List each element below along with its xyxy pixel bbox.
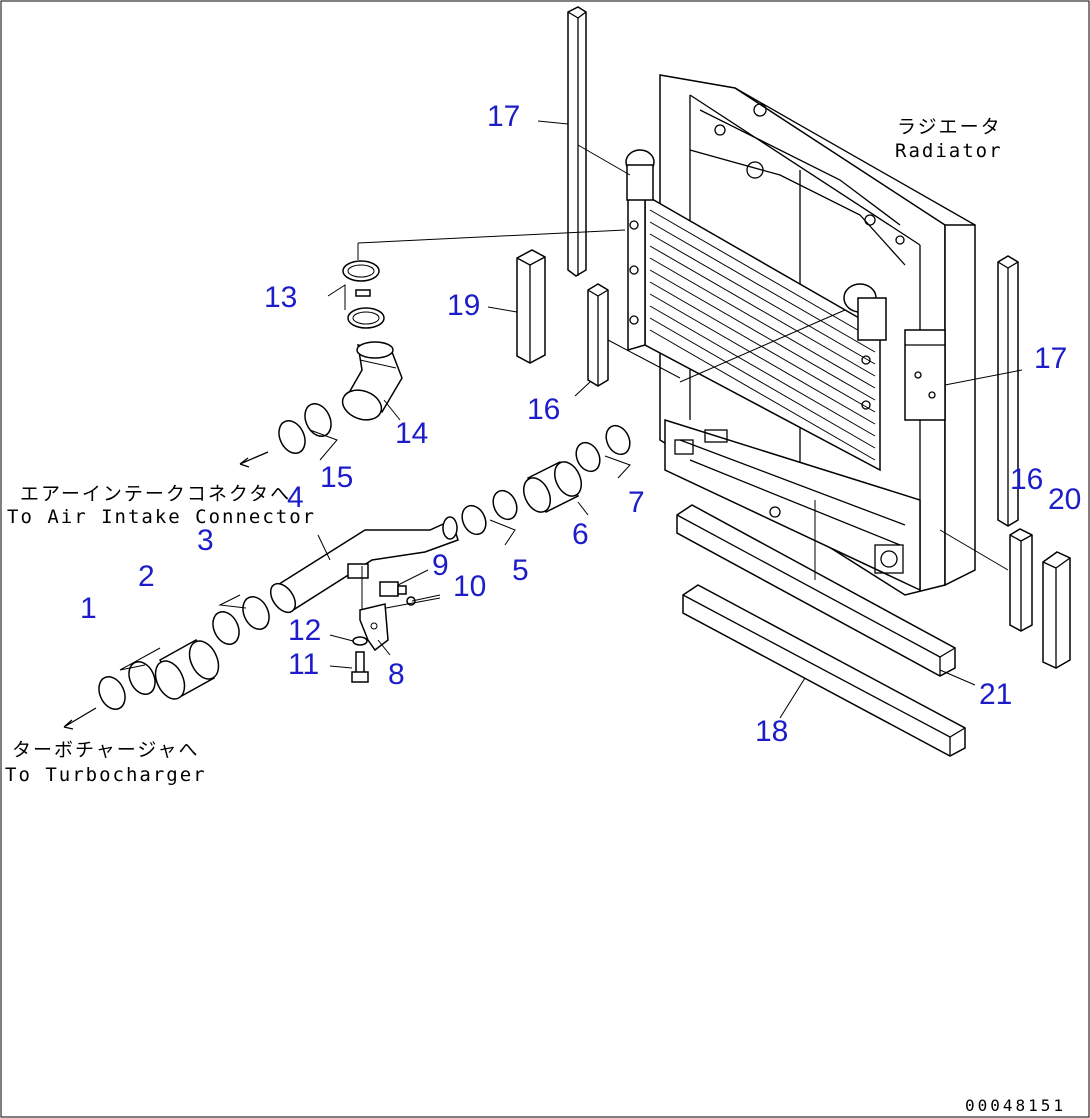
- turbocharger-label-en: To Turbocharger: [5, 764, 207, 786]
- air-intake-label-en: To Air Intake Connector: [7, 506, 316, 528]
- clamp-15: [278, 403, 332, 454]
- leader-lines: [119, 120, 1023, 719]
- radiator-assembly: [625, 74, 976, 596]
- bolt-9-10: [379, 581, 416, 606]
- callout-19: 19: [447, 289, 480, 322]
- hose-6: [522, 461, 583, 513]
- bolt-11: [351, 651, 369, 683]
- arrow-to-turbocharger: [63, 707, 97, 730]
- clamp-1: [98, 661, 156, 710]
- callout-17-right: 17: [1034, 342, 1067, 375]
- callout-4: 4: [287, 481, 304, 514]
- callouts: 1 2 3 4 5 6 7 8 9 10 11 12 13 14 15 16 1…: [80, 100, 1081, 748]
- clamp-13: [342, 260, 385, 329]
- callout-2: 2: [138, 560, 155, 593]
- callout-20: 20: [1048, 483, 1081, 516]
- hose-2: [154, 638, 220, 700]
- pipe-4: [269, 516, 459, 614]
- seal-16-right: [1009, 528, 1033, 632]
- arrow-to-air-intake: [239, 451, 269, 468]
- washer-12: [352, 636, 368, 646]
- cooler-fins: [649, 209, 876, 461]
- radiator-label-jp: ラジエータ: [897, 116, 1002, 138]
- callout-3: 3: [197, 524, 214, 557]
- seal-19: [516, 249, 546, 364]
- seal-21: [676, 504, 956, 677]
- callout-13: 13: [264, 281, 297, 314]
- callout-10: 10: [453, 570, 486, 603]
- callout-7: 7: [628, 486, 645, 519]
- air-intake-label-jp: エアーインテークコネクタへ: [20, 483, 291, 505]
- callout-8: 8: [388, 658, 405, 691]
- elbow-hose-14: [341, 341, 403, 421]
- callout-16-left: 16: [527, 393, 560, 426]
- seal-16-left: [587, 283, 609, 387]
- seal-17-right: [997, 255, 1019, 527]
- callout-1: 1: [80, 592, 97, 625]
- diagram-id: 00048151: [965, 1096, 1066, 1115]
- bracket-8: [359, 603, 389, 652]
- callout-6: 6: [572, 518, 589, 551]
- clamp-5: [461, 489, 518, 536]
- callout-14: 14: [395, 417, 428, 450]
- callout-18: 18: [755, 715, 788, 748]
- seal-20: [1042, 551, 1071, 669]
- radiator-label-en: Radiator: [895, 140, 1003, 162]
- callout-11: 11: [288, 648, 319, 681]
- seal-17-left: [567, 6, 587, 277]
- callout-12: 12: [288, 614, 321, 647]
- clamp-7: [575, 424, 631, 473]
- callout-15: 15: [320, 461, 353, 494]
- callout-17-left: 17: [487, 100, 520, 133]
- seal-18: [682, 584, 966, 757]
- clamp-3: [212, 596, 270, 645]
- callout-5: 5: [512, 554, 529, 587]
- callout-16-right: 16: [1010, 463, 1043, 496]
- callout-21: 21: [979, 678, 1012, 711]
- callout-9: 9: [432, 549, 449, 582]
- turbocharger-label-jp: ターボチャージャへ: [12, 739, 199, 761]
